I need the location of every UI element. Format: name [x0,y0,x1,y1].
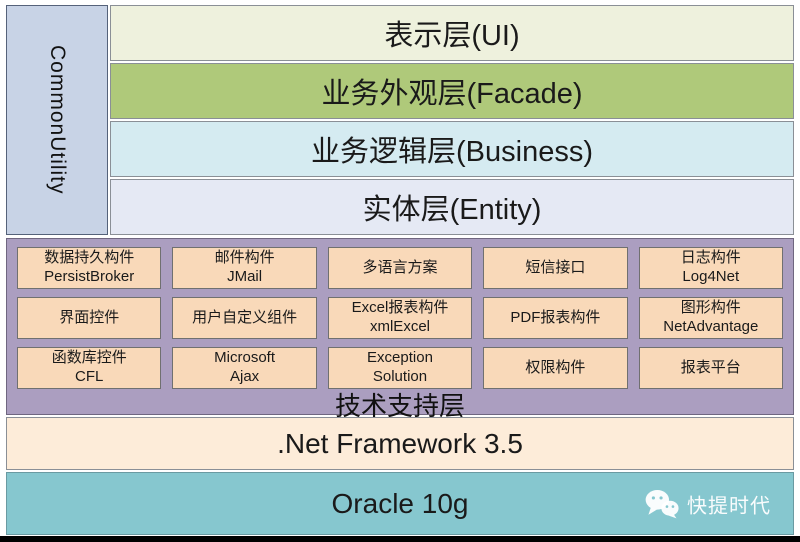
watermark-label: 快提时代 [687,495,771,517]
layer-business: 业务逻辑层(Business) [110,121,794,177]
layer-oracle: Oracle 10g 快提时代 [6,472,794,535]
component-custom-components: 用户自定义组件 [172,297,317,339]
bottom-divider [0,536,800,542]
component-netadvantage: 图形构件 NetAdvantage [638,297,783,339]
tech-support-section: 数据持久构件 PersistBroker 邮件构件 JMail 多语言方案 短信… [6,238,794,421]
layer-facade-label: 业务外观层(Facade) [321,78,583,110]
component-jmail: 邮件构件 JMail [172,247,317,289]
component-xmlexcel: Excel报表构件 xmlExcel [327,297,473,339]
component-exception-solution: Exception Solution [327,347,473,389]
component-permission: 权限构件 [483,347,628,389]
component-report-platform: 报表平台 [638,347,783,389]
oracle-label: Oracle 10g [331,487,469,519]
layer-ui: 表示层(UI) [110,5,794,61]
layer-entity-label: 实体层(Entity) [362,194,542,226]
component-multilanguage: 多语言方案 [327,247,473,289]
layer-stack: 表示层(UI) 业务外观层(Facade) 业务逻辑层(Business) 实体… [110,5,794,235]
component-log4net: 日志构件 Log4Net [638,247,783,289]
layer-business-label: 业务逻辑层(Business) [311,136,593,168]
common-utility-bar: CommonUtility [6,5,108,235]
wechat-icon [645,489,679,518]
layer-entity: 实体层(Entity) [110,179,794,235]
layer-ui-label: 表示层(UI) [384,20,520,52]
component-microsoft-ajax: Microsoft Ajax [172,347,317,389]
component-grid: 数据持久构件 PersistBroker 邮件构件 JMail 多语言方案 短信… [7,239,793,389]
tech-support-label: 技术支持层 [334,391,465,421]
layer-net-framework: .Net Framework 3.5 [6,417,794,470]
component-sms: 短信接口 [483,247,628,289]
common-utility-label: CommonUtility [46,45,69,195]
component-persistbroker: 数据持久构件 PersistBroker [17,247,162,289]
layer-facade: 业务外观层(Facade) [110,63,794,119]
component-cfl: 函数库控件 CFL [17,347,162,389]
component-pdf-report: PDF报表构件 [483,297,628,339]
watermark: 快提时代 [645,489,771,518]
net-framework-label: .Net Framework 3.5 [277,427,523,459]
component-ui-controls: 界面控件 [17,297,162,339]
